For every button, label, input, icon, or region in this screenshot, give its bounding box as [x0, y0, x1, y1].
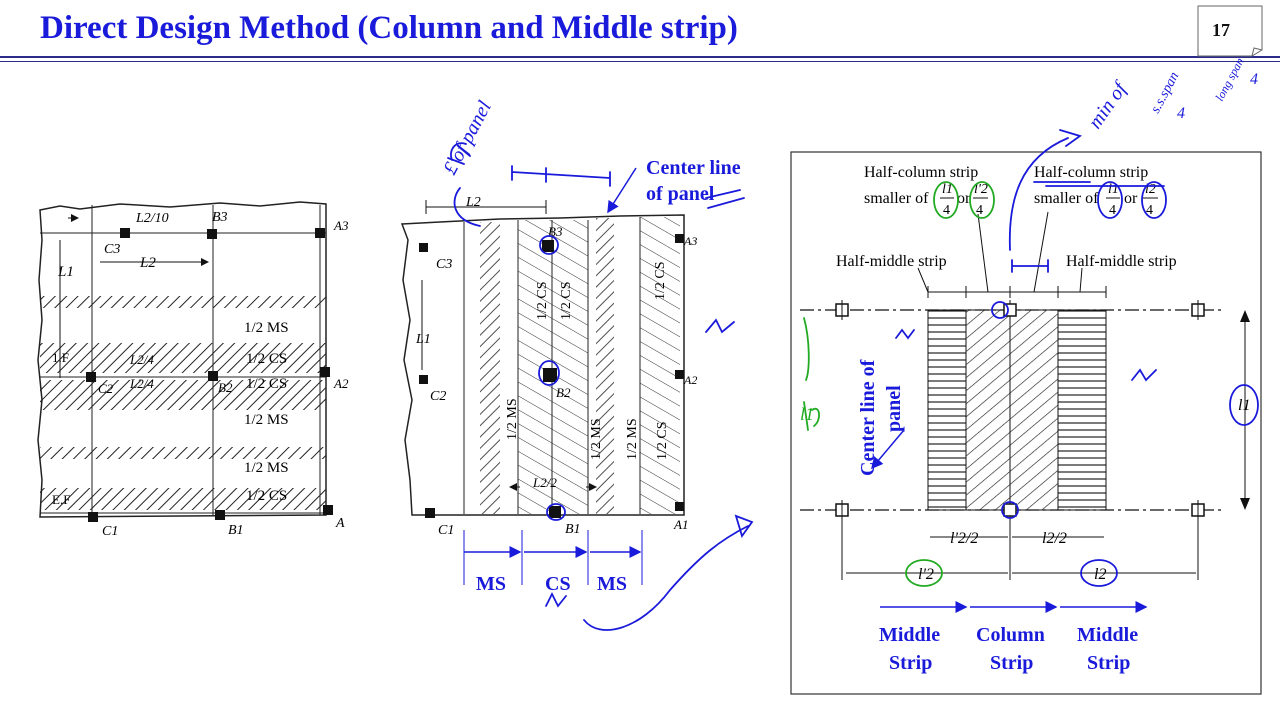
slide-title: Direct Design Method (Column and Middle … [40, 10, 738, 46]
page-number: 17 [1212, 20, 1230, 40]
label-l2-4-bot: L2/4 [129, 376, 154, 391]
fig2-label-l2: L2 [465, 195, 481, 210]
center-line-panel-text: panel [883, 385, 905, 432]
smaller-of-left: smaller of [864, 190, 929, 207]
fig2-label-c2: C2 [430, 389, 446, 404]
fig2-strip-6: 1/2 CS [655, 421, 670, 460]
label-c2: C2 [98, 381, 114, 396]
hand-annotations [447, 129, 1259, 631]
label-c1: C1 [102, 524, 118, 539]
bottom-middle-strip-2-a: Middle [1077, 624, 1138, 646]
hand-long-span: long span [1212, 55, 1246, 103]
label-b1: B1 [228, 523, 244, 538]
center-line-text-1: Center line [646, 157, 741, 179]
center-line-text-2: of panel [646, 183, 715, 205]
frac-l1-top-r: l1 [1108, 182, 1119, 197]
fig2-label-a3: A3 [683, 234, 697, 248]
half-col-strip-right: Half-column strip [1034, 164, 1148, 181]
bottom-label-cs: CS [545, 573, 571, 595]
dim-l2-half: l2/2 [1042, 530, 1067, 547]
bottom-label-ms-1: MS [476, 573, 506, 595]
hand-l1: l1 [800, 404, 814, 424]
bottom-middle-strip-1-a: Middle [879, 624, 940, 646]
fig2-strip-4: 1/2 MS [589, 418, 604, 460]
frac-four-4: 4 [1146, 203, 1153, 218]
figure-strip-definition: Half-column strip smaller of l1 4 or l'2… [790, 151, 1262, 695]
half-col-strip-left: Half-column strip [864, 164, 978, 181]
fig2-label-c1: C1 [438, 523, 454, 538]
hand-four-2: 4 [1250, 71, 1258, 88]
label-b3: B3 [212, 210, 228, 225]
or-left: or [957, 190, 971, 207]
label-l2-10: L2/10 [135, 211, 169, 226]
fig2-label-b3: B3 [548, 224, 563, 239]
frac-l2p-top: l'2 [974, 182, 988, 197]
fig2-strip-5: 1/2 MS [625, 418, 640, 460]
strip-label-4: 1/2 MS [244, 412, 289, 428]
frac-four-3: 4 [1109, 203, 1116, 218]
page-number-box [1197, 5, 1263, 57]
strip-label-5: 1/2 MS [244, 460, 289, 476]
title-rule-thin [0, 61, 1280, 62]
bottom-column-strip-b: Strip [990, 652, 1033, 674]
figure-slab-plan-2: L2 C3 B3 A3 L1 C2 B2 A2 C1 B1 A1 L2/2 1/… [400, 157, 741, 595]
dim-l1: l1 [1238, 397, 1250, 414]
bottom-middle-strip-2-b: Strip [1087, 652, 1130, 674]
strip-label-3: 1/2 CS [246, 376, 287, 392]
label-l2-4-top: L2/4 [129, 352, 154, 367]
frac-four-2: 4 [976, 203, 983, 218]
frac-l1-top: l1 [942, 182, 953, 197]
or-right: or [1124, 190, 1138, 207]
fig2-label-l2-2: L2/2 [532, 475, 557, 490]
hand-cl-of-panel: £ of panel [439, 97, 496, 178]
strip-label-6: 1/2 CS [246, 488, 287, 504]
label-a2: A2 [333, 376, 349, 391]
fig2-strip-3: 1/2 CS [559, 281, 574, 320]
frac-l2-top: l2 [1145, 182, 1156, 197]
fig2-label-c3: C3 [436, 257, 452, 272]
bottom-middle-strip-1-b: Strip [889, 652, 932, 674]
fig2-strip-1: 1/2 MS [505, 398, 520, 440]
fig2-label-a1: A1 [673, 517, 688, 532]
hand-four-1: 4 [1177, 105, 1185, 122]
figure-slab-plan-1: C3 L2/10 B3 A3 L1 L2 C2 B2 A2 L2/4 L2/4 … [37, 201, 349, 539]
fig2-label-l1: L1 [415, 332, 431, 347]
hand-min-of: min of [1084, 77, 1132, 133]
fig2-label-a2: A2 [683, 373, 697, 387]
title-rule [0, 56, 1280, 58]
strip-label-2: 1/2 CS [246, 351, 287, 367]
smaller-of-right: smaller of [1034, 190, 1099, 207]
bottom-label-ms-2: MS [597, 573, 627, 595]
label-a1: A [335, 516, 345, 531]
label-l2: L2 [139, 255, 156, 271]
fig2-label-b2: B2 [556, 385, 571, 400]
label-1f: 1.F [52, 350, 69, 365]
dim-l2: l2 [1094, 566, 1106, 583]
strip-label-1: 1/2 MS [244, 320, 289, 336]
half-middle-right: Half-middle strip [1066, 253, 1177, 270]
frac-four-1: 4 [943, 203, 950, 218]
label-ef: E.F [52, 492, 70, 507]
center-line-of-text: Center line of [857, 359, 879, 476]
bottom-column-strip-a: Column [976, 624, 1045, 646]
label-c3: C3 [104, 242, 120, 257]
label-l1: L1 [57, 264, 74, 280]
half-middle-left: Half-middle strip [836, 253, 947, 270]
fig2-label-b1: B1 [565, 522, 581, 537]
label-b2: B2 [218, 380, 233, 395]
fig2-strip-7: 1/2 CS [653, 261, 668, 300]
fig2-strip-2: 1/2 CS [535, 281, 550, 320]
dim-l2p: l'2 [918, 566, 934, 583]
label-a3: A3 [333, 218, 349, 233]
dim-l2p-half: l'2/2 [950, 530, 978, 547]
